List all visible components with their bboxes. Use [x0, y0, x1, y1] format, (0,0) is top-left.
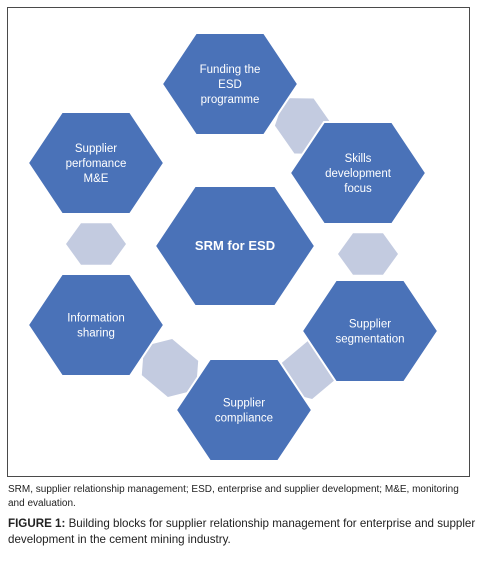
hexagon-skills: Skills development focus	[288, 121, 428, 225]
figure-footnote: SRM, supplier relationship management; E…	[8, 484, 459, 509]
hexagon-skills-label-line: focus	[344, 183, 372, 195]
hexagon-information-shape	[26, 273, 166, 377]
connector-compliance-information	[141, 338, 199, 398]
hexagon-center-label-line: SRM for ESD	[195, 238, 275, 253]
hexagon-funding-shape	[160, 32, 300, 136]
hexagon-segmentation-label-line: segmentation	[335, 334, 404, 346]
hexagon-information: Information sharing	[26, 273, 166, 377]
figure-caption: FIGURE 1: Building blocks for supplier r…	[8, 516, 476, 548]
connector-information-performance	[66, 223, 126, 265]
hexagon-compliance-label-line: Supplier	[223, 398, 265, 410]
hexagon-segmentation: Supplier segmentation	[300, 279, 440, 383]
hexagon-funding-label-line: programme	[201, 94, 260, 106]
hexagon-skills-label-line: Skills	[345, 153, 372, 165]
hexagon-funding-label-line: ESD	[218, 79, 242, 91]
hexagon-compliance-shape	[174, 358, 314, 462]
hexagon-segmentation-shape	[300, 279, 440, 383]
hexagon-center: SRM for ESD	[153, 185, 317, 307]
hexagon-center-shape	[153, 185, 317, 307]
hexagon-skills-shape	[288, 121, 428, 225]
hexagon-performance-label-line: M&E	[84, 173, 109, 185]
hexagon-skills-label-line: development	[325, 168, 392, 180]
hexagon-information-label-line: sharing	[77, 328, 115, 340]
figure-caption-label: FIGURE 1:	[8, 517, 66, 530]
hexagon-compliance-label-line: compliance	[215, 413, 273, 425]
connector-skills-segmentation	[338, 233, 398, 275]
hexagon-performance-label-line: perfomance	[66, 158, 127, 170]
hexagon-information-label-line: Information	[67, 313, 125, 325]
hexagon-performance-label-line: Supplier	[75, 143, 117, 155]
hexagon-performance-shape	[26, 111, 166, 215]
figure-caption-text: Building blocks for supplier relationshi…	[8, 517, 476, 546]
hexagon-funding-label-line: Funding the	[200, 64, 261, 76]
hexagon-compliance: Supplier compliance	[174, 358, 314, 462]
hexagon-segmentation-label-line: Supplier	[349, 319, 391, 331]
